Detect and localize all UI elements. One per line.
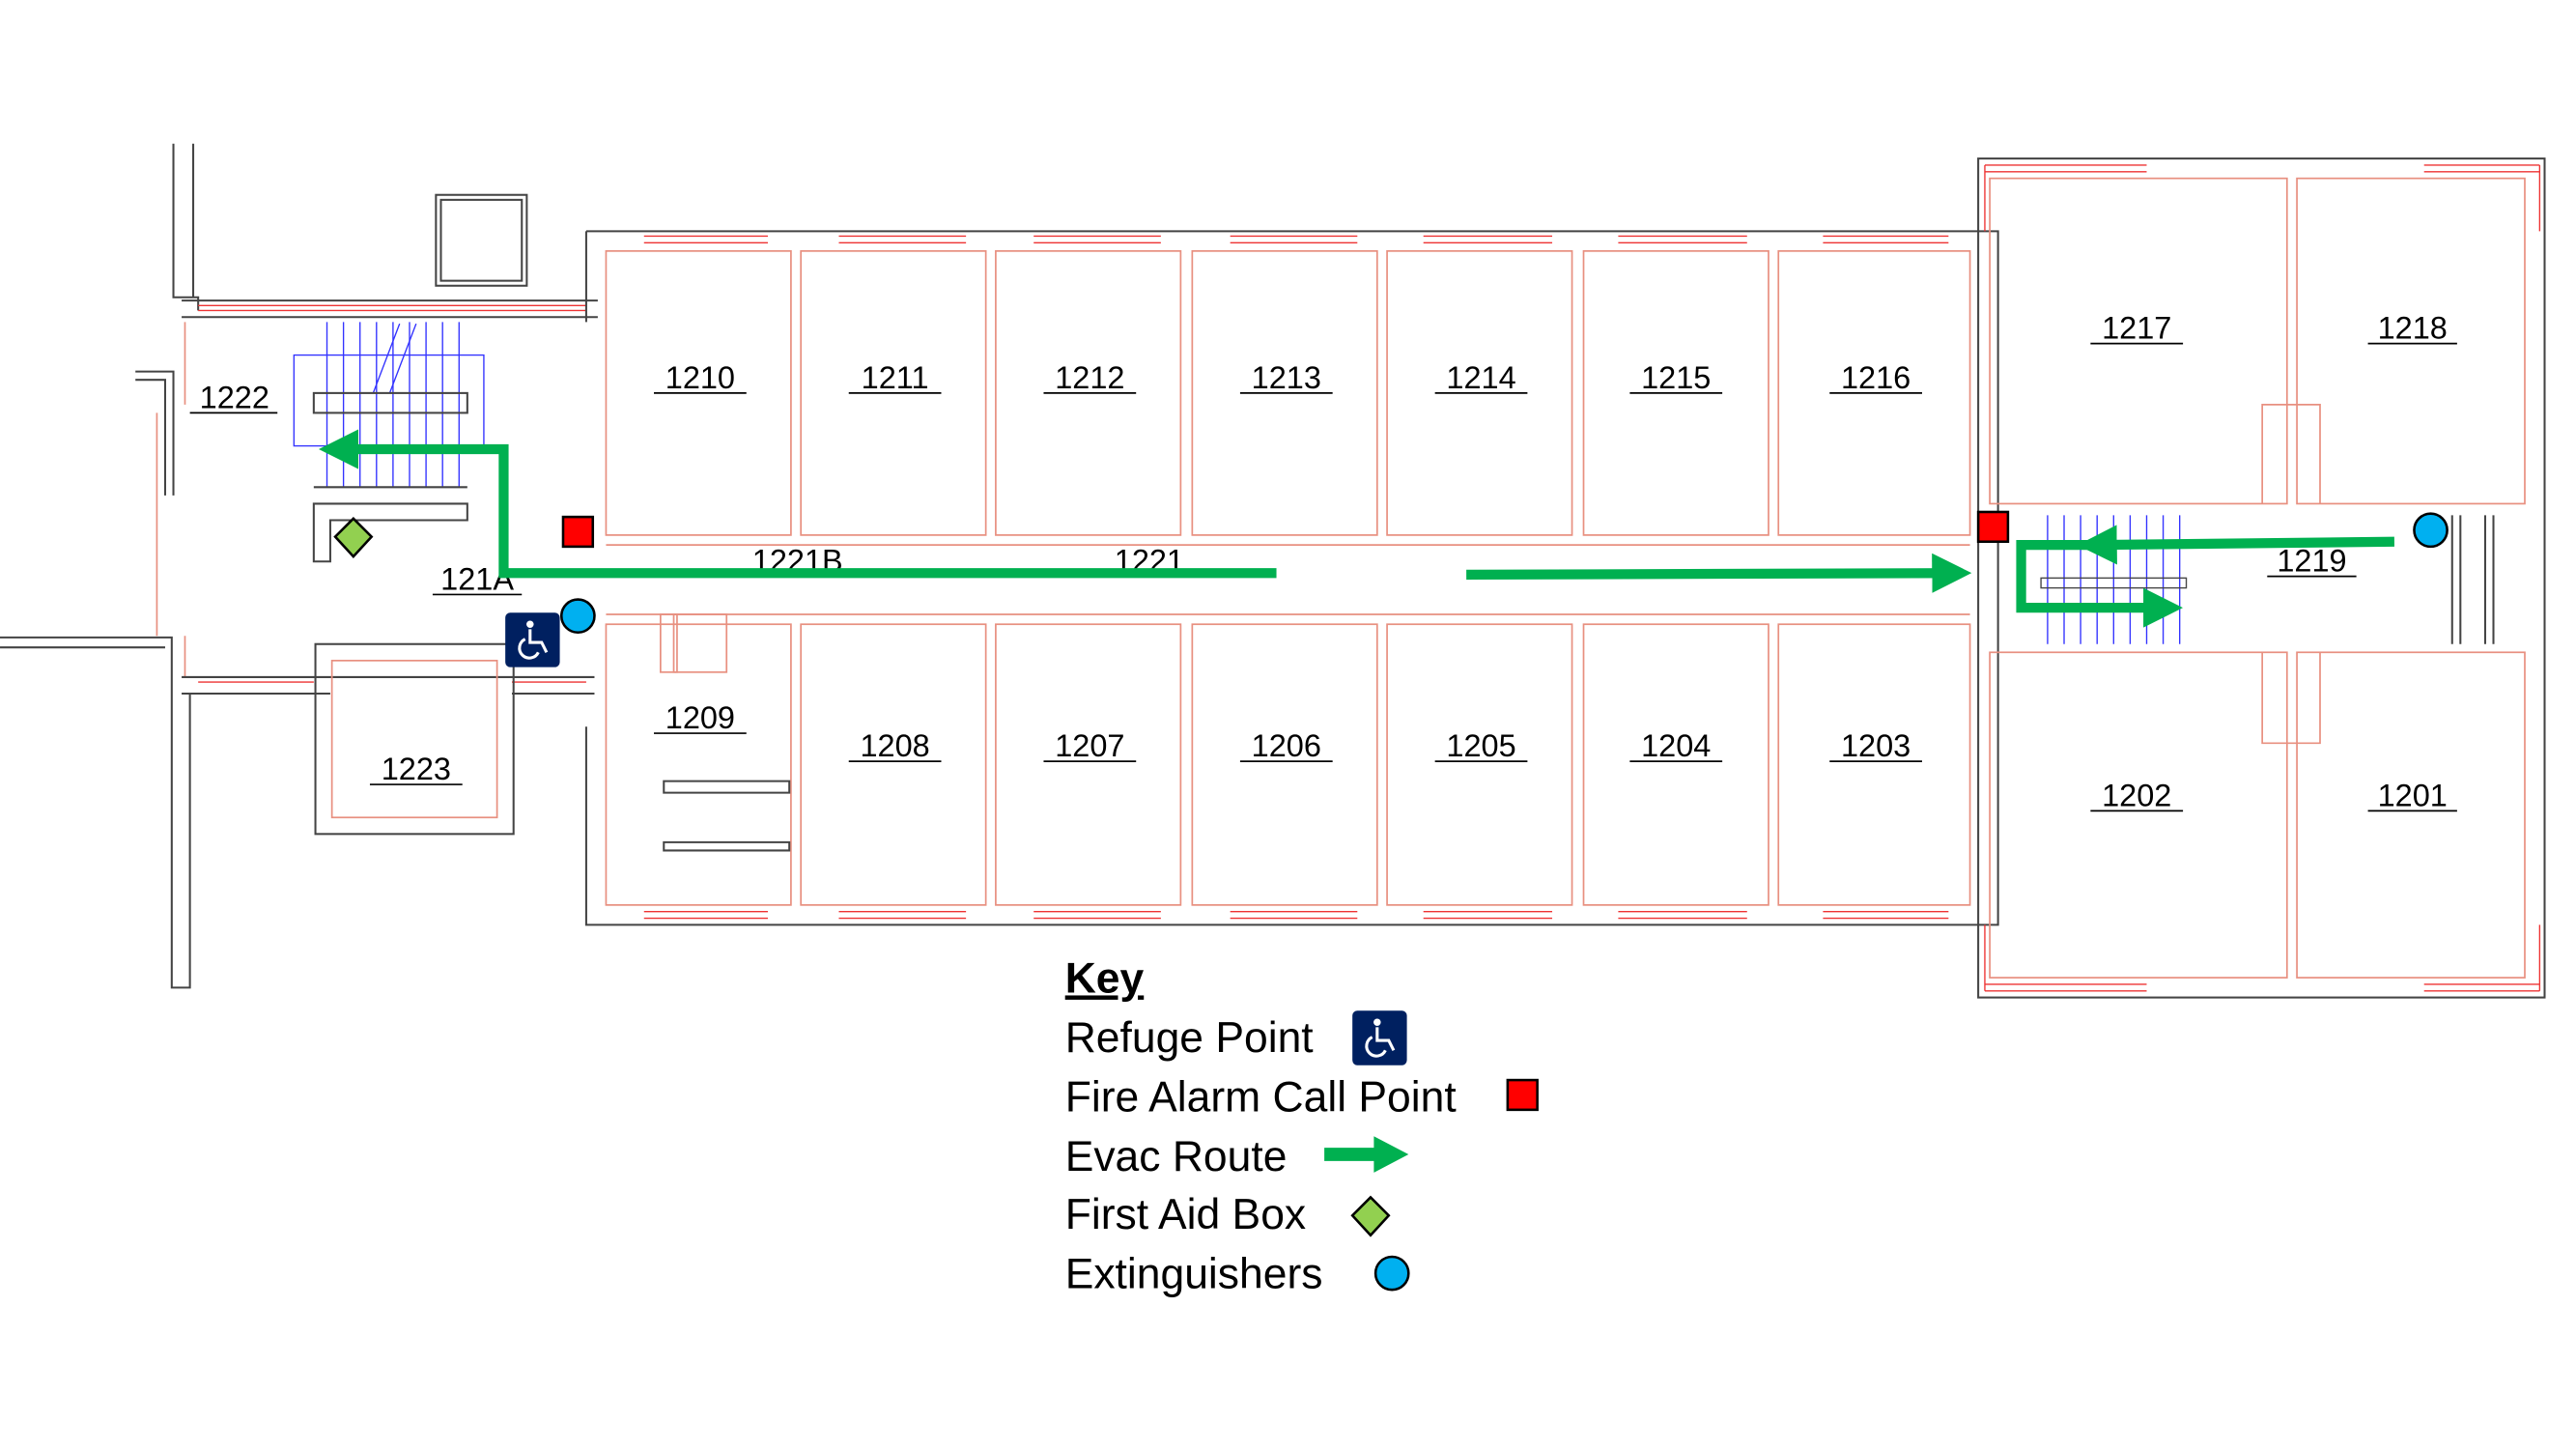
- evac-route-stair: [2016, 540, 2184, 628]
- evac-routes: [318, 429, 2394, 628]
- room-1215: 1215: [1641, 360, 1711, 395]
- room-1217: 1217: [2102, 310, 2171, 345]
- right-wing: [1977, 157, 2546, 999]
- refuge-point-wheelchair-icon: [505, 612, 560, 668]
- room-1209: 1209: [665, 700, 735, 735]
- evac-route-1219: [2077, 525, 2394, 565]
- fire-alarm-call-point: [1976, 510, 2010, 544]
- room-1205: 1205: [1446, 728, 1515, 763]
- blue-circle-icon: [1373, 1255, 1410, 1292]
- legend-label-extinguishers: Extinguishers: [1065, 1250, 1323, 1297]
- extinguisher-icon: [2413, 512, 2449, 549]
- room-1203: 1203: [1841, 728, 1911, 763]
- evac-route-east: [1466, 553, 1972, 593]
- room-1204: 1204: [1641, 728, 1711, 763]
- room-1214: 1214: [1446, 360, 1515, 395]
- room-1222: 1222: [200, 380, 269, 414]
- room-1202: 1202: [2102, 778, 2171, 812]
- room-labels: 1222 121A 1223 1209 1221B 1221 1210 1211…: [189, 310, 2457, 812]
- evac-route-west: [318, 429, 1277, 579]
- room-1218: 1218: [2378, 310, 2448, 345]
- wheelchair-icon: [1352, 1010, 1407, 1065]
- green-diamond-icon: [1350, 1195, 1391, 1237]
- room-1211: 1211: [862, 360, 929, 395]
- fire-alarm-call-point: [561, 515, 595, 549]
- red-square-icon: [1506, 1078, 1539, 1112]
- room-1206: 1206: [1252, 728, 1321, 763]
- room-1207: 1207: [1055, 728, 1124, 763]
- extinguisher-icon: [559, 598, 596, 635]
- green-arrow-icon: [1324, 1136, 1409, 1173]
- room-1216: 1216: [1841, 360, 1911, 395]
- main-block: [584, 230, 1999, 926]
- room-1223: 1223: [382, 752, 451, 786]
- room-1212: 1212: [1055, 360, 1124, 395]
- first-aid-box-icon: [333, 516, 374, 559]
- legend-label-refuge: Refuge Point: [1065, 1014, 1315, 1062]
- legend-label-firstaid: First Aid Box: [1065, 1191, 1306, 1238]
- room-1208: 1208: [860, 728, 929, 763]
- room-1210: 1210: [665, 360, 735, 395]
- legend-label-alarm: Fire Alarm Call Point: [1065, 1074, 1458, 1122]
- legend-title: Key: [1065, 954, 1145, 1002]
- room-1201: 1201: [2378, 778, 2448, 812]
- room-1219: 1219: [2277, 544, 2346, 579]
- legend-label-route: Evac Route: [1065, 1133, 1288, 1180]
- room-1213: 1213: [1252, 360, 1321, 395]
- legend: Key Refuge Point Fire Alarm Call Point E…: [1065, 954, 1539, 1297]
